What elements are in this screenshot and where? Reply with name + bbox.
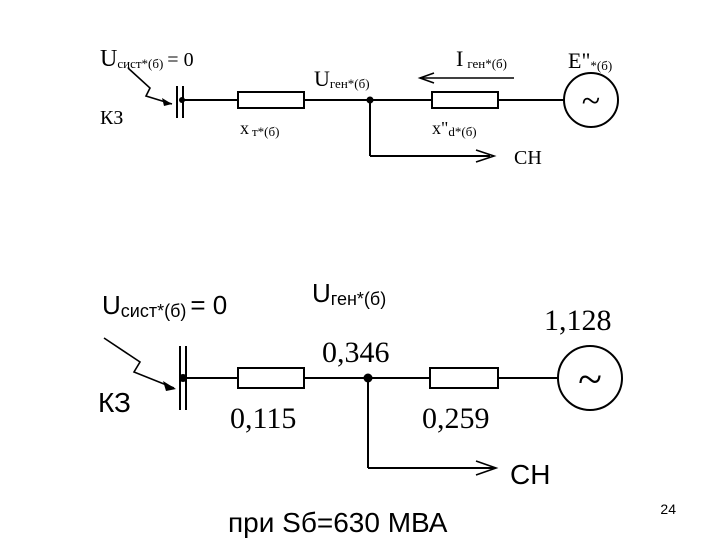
top-fault-lightning-icon (127, 67, 173, 105)
top-resistor-xd (431, 91, 499, 109)
top-u-gen-label: Uген*(б) (314, 66, 370, 91)
top-bus-node (179, 97, 185, 103)
bottom-u-gen-value: 0,346 (322, 336, 390, 369)
top-aux-label: СН (514, 147, 542, 169)
top-xd-label: x"d*(б) (432, 118, 477, 139)
bottom-fault-lightning-icon (103, 337, 175, 389)
bottom-fault-arrowhead (163, 381, 176, 391)
bottom-xt-value: 0,115 (230, 402, 296, 435)
top-u-sys-label: Uсист*(б)= 0 (100, 46, 194, 72)
bottom-e-value: 1,128 (544, 304, 612, 337)
top-current-arrow-icon (417, 72, 435, 84)
bottom-u-gen-label: Uген*(б) (312, 278, 386, 309)
page-number: 24 (660, 501, 676, 517)
bottom-bus-node (179, 374, 187, 382)
top-resistor-xt (237, 91, 305, 109)
bottom-generator-symbol: ~ (578, 355, 602, 404)
bottom-generator-icon (557, 345, 623, 411)
bottom-resistor-xt (237, 367, 305, 389)
bottom-u-sys-label: Uсист*(б)= 0 (102, 290, 227, 321)
top-aux-arrow-icon (475, 149, 497, 163)
bottom-fault-label: КЗ (98, 387, 131, 418)
bottom-aux-arrow-icon (475, 460, 499, 476)
top-generator-icon (563, 72, 619, 128)
base-power-caption: при Sб=630 МВА (228, 507, 448, 538)
top-fault-label: КЗ (100, 107, 123, 129)
bottom-xd-value: 0,259 (422, 402, 490, 435)
bottom-aux-label: СН (510, 459, 550, 490)
bottom-resistor-xd (429, 367, 499, 389)
bottom-scheme: ~ Uсист*(б)= 0 Uген*(б) 1,128 0,346 КЗ 0… (98, 278, 623, 490)
top-e-label: E"*(б) (568, 48, 612, 73)
top-generator-symbol: ~ (582, 83, 600, 120)
top-fault-arrowhead (162, 98, 172, 106)
